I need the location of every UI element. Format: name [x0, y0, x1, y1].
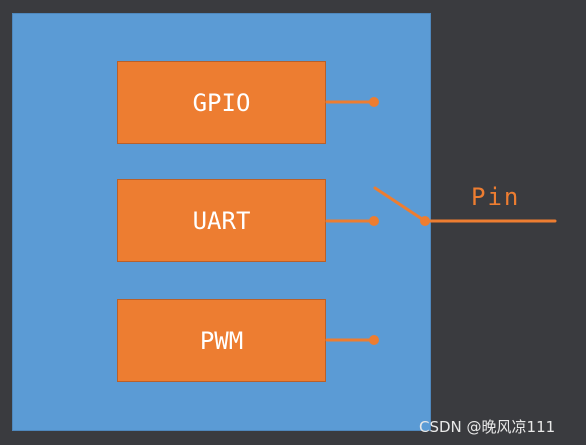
pwm-label: PWM	[199, 326, 244, 355]
switch-lever	[373, 186, 427, 223]
pwm-terminal	[369, 335, 379, 345]
watermark: CSDN @晚风凉111	[419, 418, 556, 436]
uart-label: UART	[192, 206, 251, 235]
gpio-label: GPIO	[192, 88, 251, 117]
pin-label: Pin	[471, 183, 521, 211]
gpio-terminal	[369, 97, 379, 107]
pwm-block: PWM	[117, 299, 326, 382]
uart-block: UART	[117, 179, 326, 262]
gpio-block: GPIO	[117, 61, 326, 144]
uart-terminal	[369, 216, 379, 226]
